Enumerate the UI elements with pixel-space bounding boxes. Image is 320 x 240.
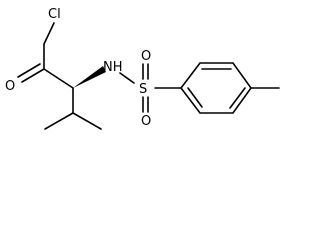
atom-sulfur: S [139, 82, 147, 97]
ring-inner-bond-3 [187, 87, 203, 108]
chemical-structure: Cl O NH S O O [5, 7, 280, 130]
atom-amine: NH [103, 60, 123, 75]
benzene-ring [179, 62, 252, 114]
atom-carbonyl-oxygen: O [5, 79, 15, 94]
bond-carbonyl-o-1 [21, 68, 45, 83]
ring-inner-bond-2 [229, 87, 246, 109]
bond-carbonyl-chiral [43, 68, 74, 89]
bond-carbonyl-o-2 [17, 63, 41, 78]
atom-chlorine: Cl [48, 7, 61, 22]
bond-wedge-chiral-nh [73, 66, 106, 88]
bond-isopropyl-methyl-left [44, 112, 74, 130]
bond-nh-s [119, 72, 135, 84]
bond-isopropyl-methyl-right [72, 112, 102, 130]
atom-sulfonyl-oxygen-bottom: O [141, 114, 151, 129]
atom-sulfonyl-oxygen-top: O [141, 49, 151, 64]
bond-cl-ch2 [43, 22, 55, 45]
